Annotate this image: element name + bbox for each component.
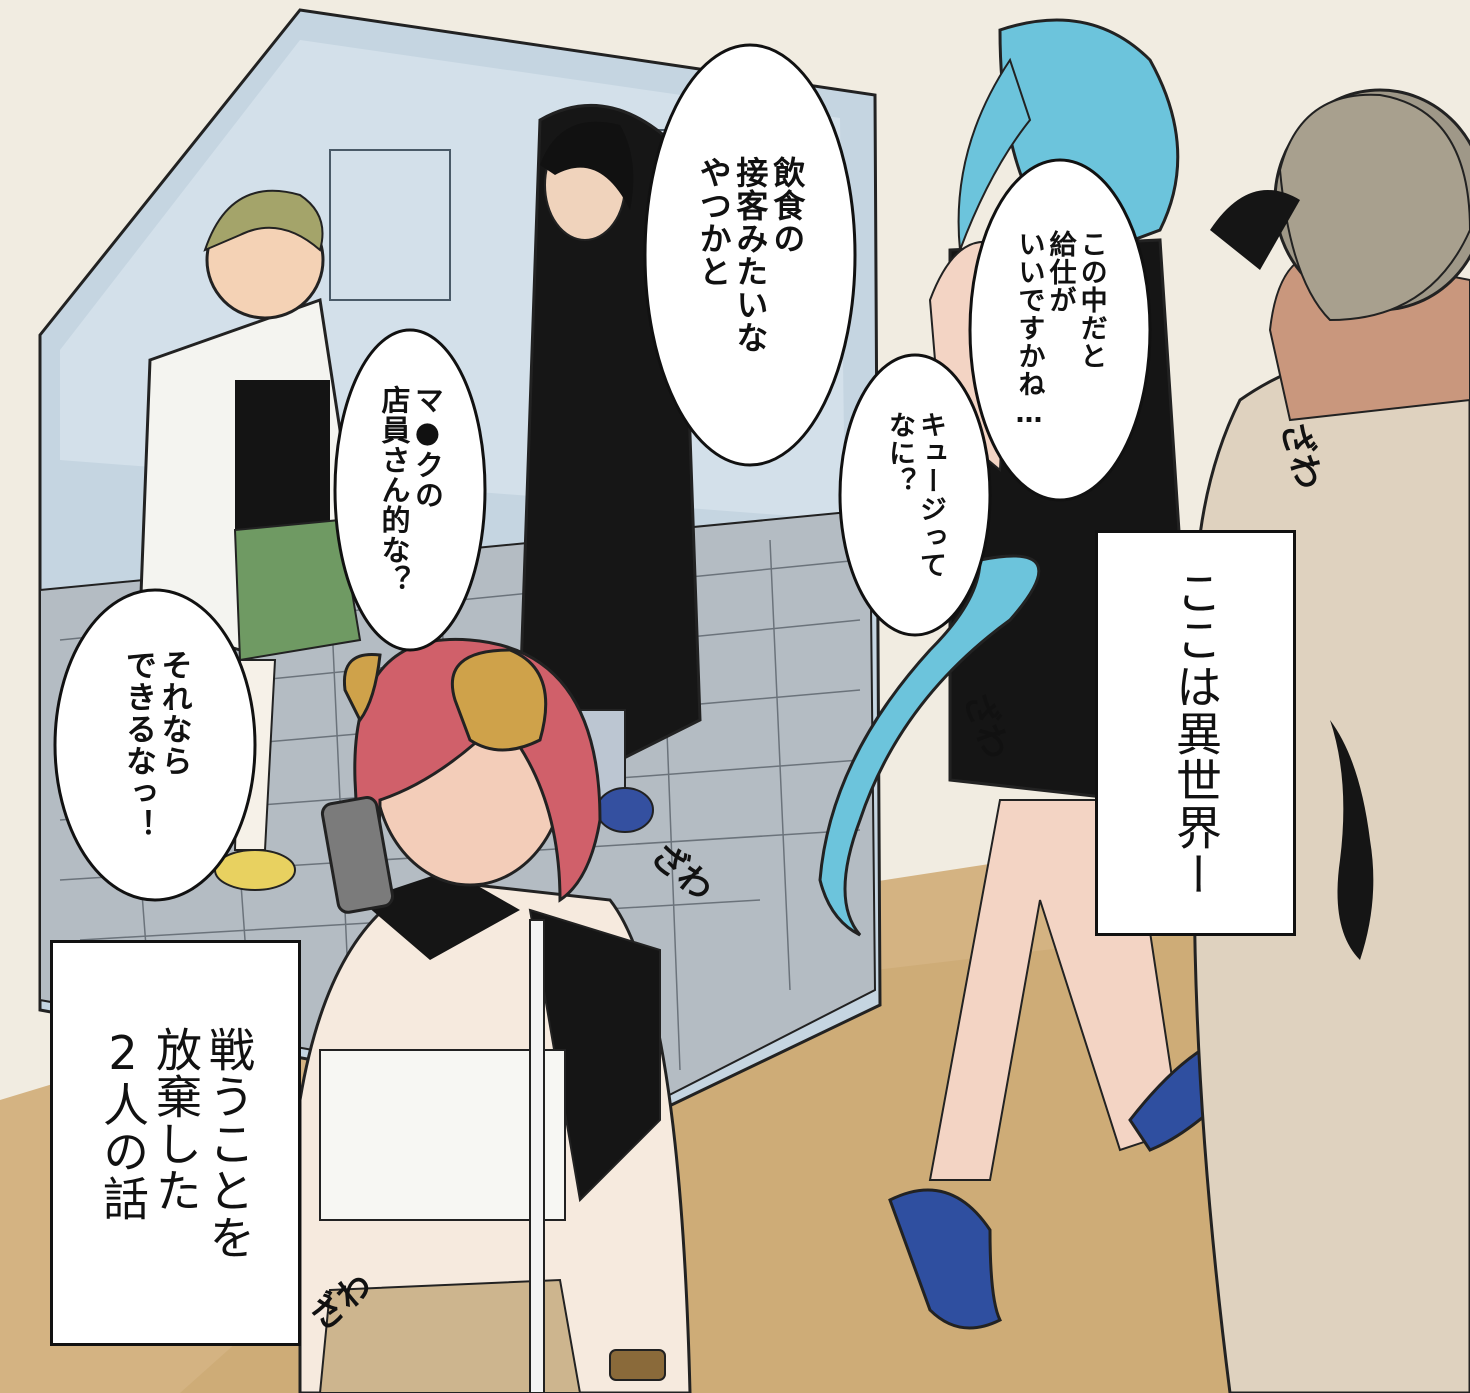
narration-line: 戦うことを xyxy=(201,1025,256,1261)
horned-woman-figure xyxy=(298,637,692,1393)
speech-bubble-4: この中だと 給仕が いいですかね… xyxy=(975,175,1145,485)
speech-bubble-3-shape xyxy=(53,588,257,902)
speech-text-3: それなら できるなっ！ xyxy=(119,649,192,841)
speech-line: 飲食の xyxy=(768,156,807,255)
speech-text-1: 飲食の 接客みたいな やつかと xyxy=(694,156,807,354)
speech-line: やつかと xyxy=(694,156,733,288)
speech-line: なに？ xyxy=(884,411,915,495)
speech-text-4: この中だと 給仕が いいですかね… xyxy=(1013,230,1106,430)
speech-bubble-1: 飲食の 接客みたいな やつかと xyxy=(650,60,850,450)
boy-figure xyxy=(138,189,362,891)
speech-bubble-3: それなら できるなっ！ xyxy=(60,600,250,890)
narration-line: 2人の話 xyxy=(96,1025,151,1222)
speech-bubble-5: キュージって なに？ xyxy=(845,370,985,620)
speech-line: 接客みたいな xyxy=(731,156,770,354)
speech-line: できるなっ！ xyxy=(120,649,156,841)
speech-bubble-5-shape xyxy=(838,353,992,637)
speech-line: マ●クの xyxy=(410,385,445,510)
speech-line: キュージって xyxy=(915,411,947,579)
narration-text-2: 戦うことを 放棄した 2人の話 xyxy=(96,1025,256,1261)
wall-molding xyxy=(329,149,451,301)
speech-line: それなら xyxy=(155,649,192,777)
speech-bubble-2: マ●クの 店員さん的な？ xyxy=(340,345,480,635)
narration-line: ここは異世界ー xyxy=(1168,568,1223,898)
speech-bubble-1-shape xyxy=(643,43,857,467)
speech-line: 店員さん的な？ xyxy=(377,385,411,595)
narration-box-2: 戦うことを 放棄した 2人の話 xyxy=(50,940,301,1346)
speech-line: いいですかね… xyxy=(1013,230,1045,430)
speech-text-2: マ●クの 店員さん的な？ xyxy=(377,385,444,595)
narration-text-1: ここは異世界ー xyxy=(1168,568,1223,898)
speech-text-5: キュージって なに？ xyxy=(884,411,946,579)
narration-box-1: ここは異世界ー xyxy=(1095,530,1296,936)
speech-bubble-4-shape xyxy=(968,158,1152,502)
speech-bubble-2-shape xyxy=(333,328,487,652)
narration-line: 放棄した xyxy=(148,1025,203,1214)
speech-line: 給仕が xyxy=(1044,230,1076,314)
speech-line: この中だと xyxy=(1075,230,1107,370)
